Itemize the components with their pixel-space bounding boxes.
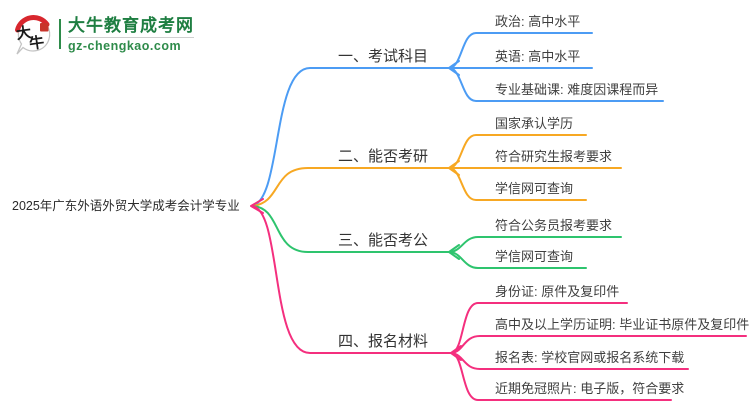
branch4-leaf2-line: [451, 335, 747, 354]
leaf-photo: 近期免冠照片: 电子版，符合要求: [495, 381, 685, 396]
site-name: 大牛教育成考网: [68, 15, 194, 35]
branch4-junction-chevron-icon: [450, 345, 462, 361]
branch-label-materials: 四、报名材料: [338, 333, 429, 350]
leaf-xuexin-check-1: 学信网可查询: [495, 181, 574, 196]
branch-label-graduate-exam: 二、能否考研: [338, 148, 429, 165]
branch3-junction-chevron-icon: [448, 244, 460, 260]
root-node-label: 2025年广东外语外贸大学成考会计学专业: [12, 199, 240, 213]
root-junction-chevron-icon: [250, 198, 264, 214]
branch-label-civil-service: 三、能否考公: [338, 232, 429, 249]
branch4-line: [251, 205, 453, 354]
branch2-junction-chevron-icon: [448, 160, 460, 176]
leaf-politics: 政治: 高中水平: [495, 14, 581, 29]
site-url: gz-chengkao.com: [68, 38, 182, 53]
logo-divider: [59, 19, 61, 49]
branch3-leaf1-line: [449, 236, 622, 253]
leaf-diploma-proof: 高中及以上学历证明: 毕业证书原件及复印件: [495, 317, 750, 332]
leaf-english: 英语: 高中水平: [495, 49, 581, 64]
leaf-major-basics: 专业基础课: 难度因课程而异: [495, 82, 659, 97]
site-logo: 大 牛 大牛教育成考网 gz-chengkao.com: [10, 11, 194, 57]
daniu-speech-bubble-icon: 大 牛: [10, 11, 56, 57]
leaf-grad-requirement: 符合研究生报考要求: [495, 149, 613, 164]
branch1-leaf1-line: [449, 32, 593, 69]
branch-label-exam-subjects: 一、考试科目: [338, 48, 429, 65]
branch1-junction-chevron-icon: [448, 60, 460, 76]
svg-text:大: 大: [15, 23, 32, 43]
leaf-reg-form: 报名表: 学校官网或报名系统下载: [495, 350, 685, 365]
branch2-leaf3-line: [449, 167, 587, 201]
branch2-leaf1-line: [449, 134, 587, 169]
branch2-line: [251, 167, 451, 207]
branch1-line: [251, 67, 451, 207]
branch3-line: [251, 205, 451, 253]
leaf-civil-requirement: 符合公务员报考要求: [495, 218, 613, 233]
branch3-leaf2-line: [449, 251, 587, 269]
leaf-id-card: 身份证: 原件及复印件: [495, 284, 620, 299]
branch1-leaf3-line: [449, 67, 664, 102]
logo-underline: [68, 36, 194, 38]
svg-text:牛: 牛: [28, 33, 45, 53]
leaf-xuexin-check-2: 学信网可查询: [495, 249, 574, 264]
leaf-state-recognized: 国家承认学历: [495, 116, 574, 131]
